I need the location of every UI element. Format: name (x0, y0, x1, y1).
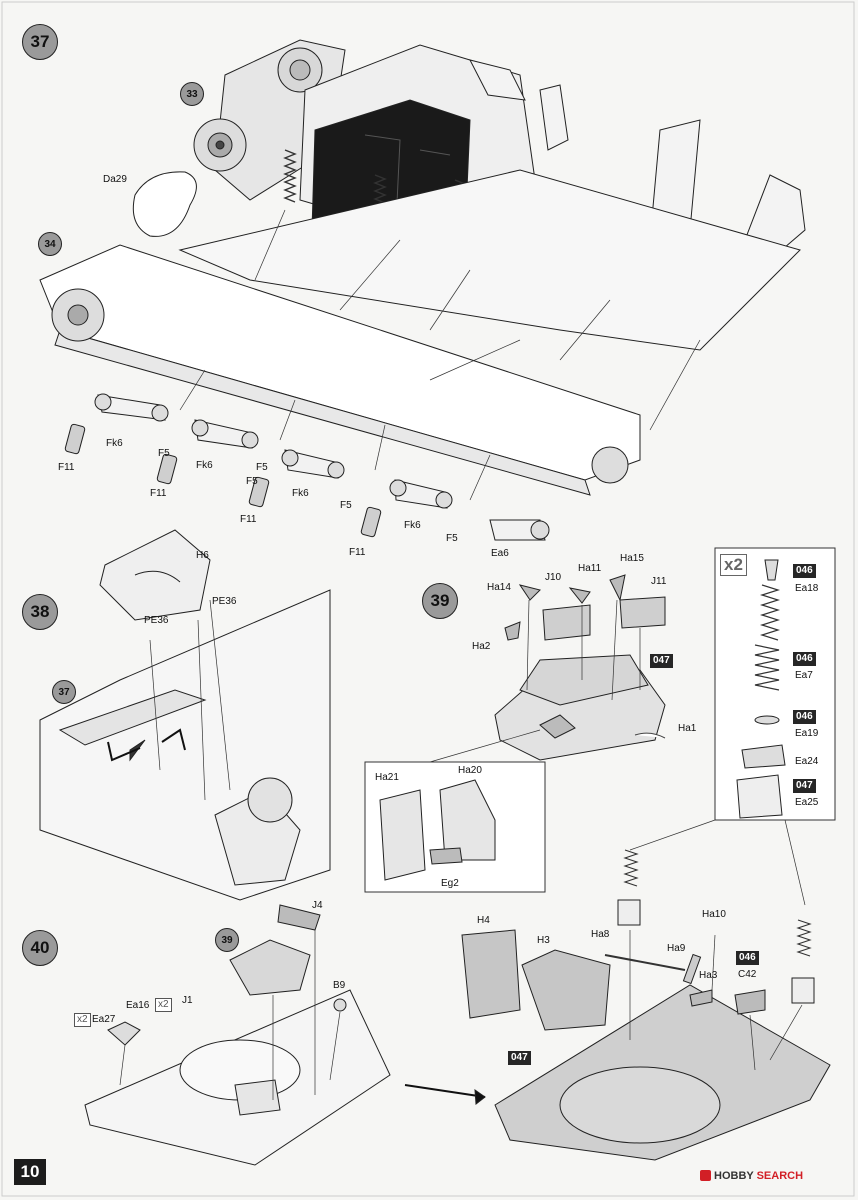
color-badge: 047 (793, 779, 816, 793)
part-label-f5: F5 (446, 533, 458, 544)
part-label-f11: F11 (150, 488, 167, 499)
watermark-right: SEARCH (756, 1170, 804, 1182)
hobby-search-watermark: HOBBY SEARCH (700, 1170, 803, 1182)
part-label-fk6: Fk6 (404, 520, 421, 531)
part-label-fk6: Fk6 (292, 488, 309, 499)
part-label-f5: F5 (340, 500, 352, 511)
part-label-ha9: Ha9 (667, 943, 686, 954)
part-label-f11: F11 (349, 547, 366, 558)
part-label-b9: B9 (333, 980, 346, 991)
part-label-j10: J10 (545, 572, 562, 583)
part-label-fk6: Fk6 (106, 438, 123, 449)
color-badge: 047 (650, 654, 673, 668)
part-label-f5: F5 (158, 448, 170, 459)
part-label-ea16: Ea16 (126, 1000, 150, 1011)
quantity-multiplier: x2 (155, 998, 172, 1012)
part-label-pe36: PE36 (212, 596, 237, 607)
step37-hull-drawing (39, 39, 806, 541)
part-label-h6: H6 (196, 550, 209, 561)
color-badge: 046 (736, 951, 759, 965)
brand-logo-icon (700, 1170, 711, 1181)
part-label-ea25: Ea25 (795, 797, 819, 808)
substep-ref-33: 33 (180, 82, 204, 106)
part-label-ha15: Ha15 (620, 553, 644, 564)
step39-hatch-drawing (364, 574, 666, 893)
part-label-f5: F5 (246, 476, 258, 487)
step-number-40: 40 (22, 930, 58, 966)
substep-ref-34: 34 (38, 232, 62, 256)
part-label-f11: F11 (58, 462, 75, 473)
part-label-fk6: Fk6 (196, 460, 213, 471)
part-label-ea7: Ea7 (795, 670, 813, 681)
part-label-ea27: Ea27 (92, 1014, 116, 1025)
part-label-ha1: Ha1 (678, 723, 697, 734)
part-label-ha14: Ha14 (487, 582, 511, 593)
page-number: 10 (14, 1159, 46, 1185)
part-label-ha10: Ha10 (702, 909, 726, 920)
part-label-ha8: Ha8 (591, 929, 610, 940)
part-label-ha2: Ha2 (472, 641, 491, 652)
part-label-j11: J11 (651, 576, 667, 587)
color-badge: 046 (793, 652, 816, 666)
part-label-da29: Da29 (103, 174, 127, 185)
part-label-ea6: Ea6 (491, 548, 509, 559)
part-label-j4: J4 (312, 900, 323, 911)
part-label-h3: H3 (537, 935, 550, 946)
part-label-c42: C42 (738, 969, 757, 980)
part-label-eg2: Eg2 (441, 878, 459, 889)
step-number-39: 39 (422, 583, 458, 619)
spring-column-drawing (629, 547, 836, 906)
step38-drawing (39, 529, 331, 901)
part-label-ea24: Ea24 (795, 756, 819, 767)
part-label-ha21: Ha21 (375, 772, 399, 783)
color-badge: 046 (793, 564, 816, 578)
part-label-j1: J1 (182, 995, 193, 1006)
part-label-pe36: PE36 (144, 615, 169, 626)
part-label-f5: F5 (256, 462, 268, 473)
part-label-ha3: Ha3 (699, 970, 718, 981)
part-label-ha11: Ha11 (578, 563, 602, 574)
part-label-ha20: Ha20 (458, 765, 482, 776)
part-label-ea18: Ea18 (795, 583, 819, 594)
part-label-h4: H4 (477, 915, 490, 926)
color-badge: 046 (793, 710, 816, 724)
part-label-ea19: Ea19 (795, 728, 819, 739)
step40-floor-drawing (84, 849, 831, 1166)
quantity-multiplier: x2 (720, 554, 747, 576)
step-number-38: 38 (22, 594, 58, 630)
substep-ref-39: 39 (215, 928, 239, 952)
watermark-left: HOBBY (714, 1170, 754, 1182)
substep-ref-37: 37 (52, 680, 76, 704)
quantity-multiplier: x2 (74, 1013, 91, 1027)
color-badge: 047 (508, 1051, 531, 1065)
step-number-37: 37 (22, 24, 58, 60)
part-label-f11: F11 (240, 514, 257, 525)
